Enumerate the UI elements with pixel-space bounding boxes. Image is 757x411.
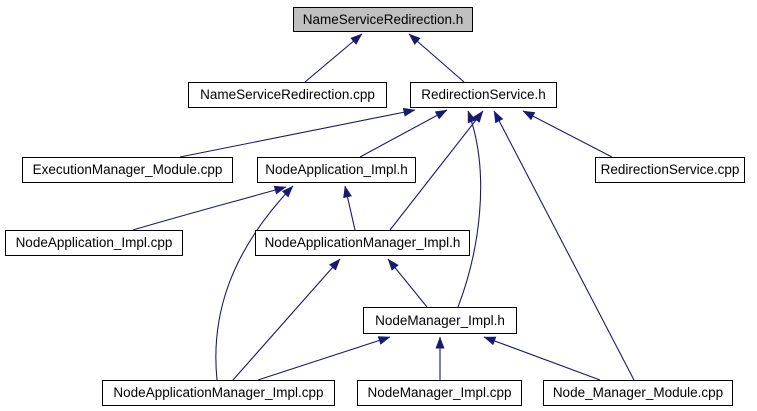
- edge-RedirectionService_cpp-to-RedirectionService_h: [522, 110, 613, 158]
- edge-NodeApplicationManager_Impl_h-to-RedirectionService_h: [389, 110, 484, 231]
- edge-Node_Manager_Module_cpp-to-RedirectionService_h: [493, 110, 635, 381]
- graph-node-NodeApplicationManager_Impl_cpp[interactable]: NodeApplicationManager_Impl.cpp: [102, 380, 335, 406]
- graph-node-ExecutionManager_Module_cpp[interactable]: ExecutionManager_Module.cpp: [22, 157, 233, 183]
- graph-node-NodeManager_Impl_cpp[interactable]: NodeManager_Impl.cpp: [357, 380, 522, 406]
- edge-NodeApplicationManager_Impl_h-to-NodeApplication_Impl_h: [343, 185, 356, 231]
- edge-NodeManager_Impl_h-to-RedirectionService_h: [457, 110, 482, 308]
- graph-node-Node_Manager_Module_cpp[interactable]: Node_Manager_Module.cpp: [543, 380, 733, 406]
- edge-Node_Manager_Module_cpp-to-NodeManager_Impl_h: [483, 336, 601, 381]
- edge-NodeApplication_Impl_cpp-to-NodeApplication_Impl_h: [132, 185, 287, 231]
- edge-NodeApplicationManager_Impl_cpp-to-NodeApplicationManager_Impl_h: [232, 258, 341, 381]
- graph-node-NodeApplication_Impl_h[interactable]: NodeApplication_Impl.h: [257, 157, 416, 183]
- edge-NodeApplicationManager_Impl_cpp-to-NodeManager_Impl_h: [257, 336, 391, 381]
- graph-node-NodeApplication_Impl_cpp[interactable]: NodeApplication_Impl.cpp: [5, 230, 183, 256]
- graph-node-NodeApplicationManager_Impl_h[interactable]: NodeApplicationManager_Impl.h: [255, 230, 470, 256]
- edge-NodeApplicationManager_Impl_cpp-to-NodeApplication_Impl_h: [215, 185, 294, 381]
- graph-node-NameServiceRedirection_cpp[interactable]: NameServiceRedirection.cpp: [188, 82, 387, 108]
- edge-NameServiceRedirection_cpp-to-NameServiceRedirection_h: [304, 33, 363, 83]
- graph-node-RedirectionService_cpp[interactable]: RedirectionService.cpp: [595, 157, 745, 183]
- edge-RedirectionService_h-to-NameServiceRedirection_h: [408, 33, 465, 83]
- edge-group: [132, 33, 635, 381]
- graph-node-RedirectionService_h[interactable]: RedirectionService.h: [410, 82, 557, 108]
- edge-NodeApplication_Impl_h-to-RedirectionService_h: [359, 109, 448, 158]
- edge-ExecutionManager_Module_cpp-to-RedirectionService_h: [179, 107, 416, 158]
- graph-node-NameServiceRedirection_h: NameServiceRedirection.h: [293, 7, 473, 32]
- graph-node-NodeManager_Impl_h[interactable]: NodeManager_Impl.h: [363, 307, 517, 334]
- edge-NodeManager_Impl_h-to-NodeApplicationManager_Impl_h: [387, 258, 428, 308]
